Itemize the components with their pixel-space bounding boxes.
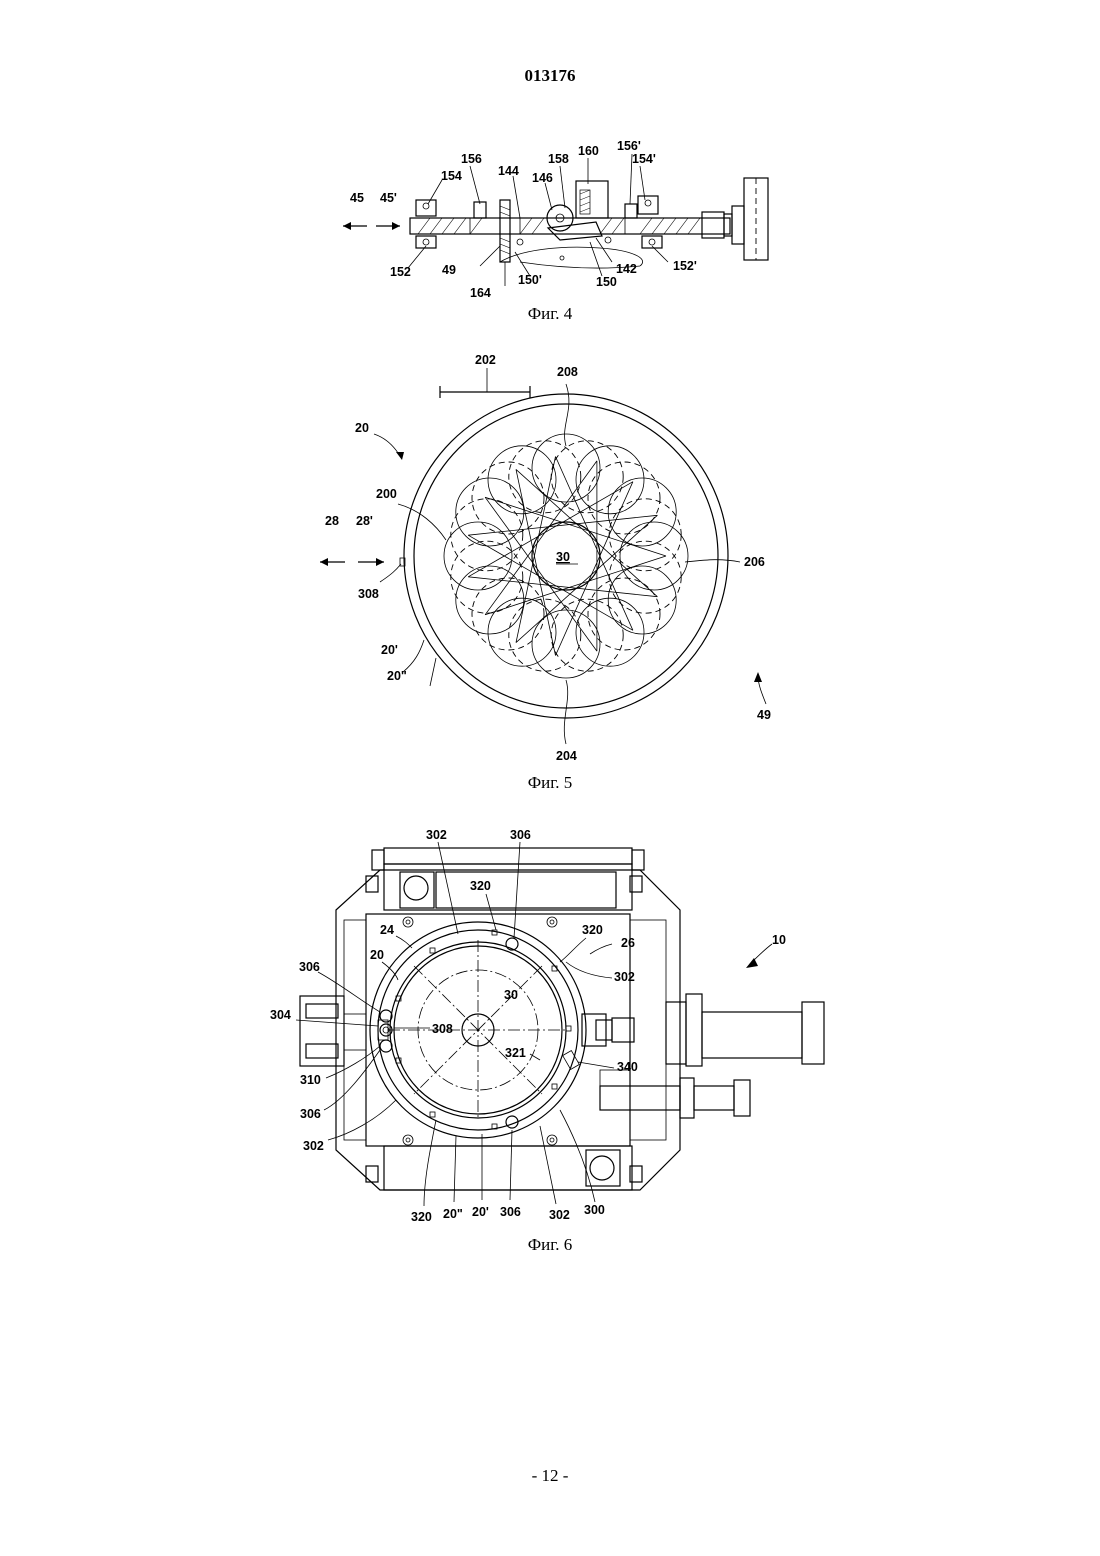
rosette-chord <box>485 497 666 556</box>
rosette-loop <box>576 598 644 666</box>
ring-assembly <box>370 922 586 1138</box>
label-302-top: 302 <box>426 828 447 842</box>
rosette-dashed-loop <box>609 541 681 613</box>
label-320-bottom: 320 <box>411 1210 432 1224</box>
label-20-double-prime: 20" <box>443 1207 463 1221</box>
scale-bar <box>440 368 530 398</box>
left-clamp <box>300 996 366 1066</box>
rosette-chord <box>468 482 633 577</box>
label-204: 204 <box>556 749 577 763</box>
rosette-chord <box>556 482 633 656</box>
label-152-prime: 152' <box>673 259 697 273</box>
label-202: 202 <box>475 353 496 367</box>
rosette-dashed-loop <box>472 462 544 534</box>
label-28-prime: 28' <box>356 514 373 528</box>
label-206: 206 <box>744 555 765 569</box>
ring-studs <box>396 930 571 1129</box>
page-footer: - 12 - <box>0 1466 1100 1486</box>
label-302-right: 302 <box>614 970 635 984</box>
rosette-loop <box>532 434 600 502</box>
figure-6-caption: Фиг. 6 <box>0 1235 1100 1255</box>
label-302-lower-left: 302 <box>303 1139 324 1153</box>
label-200: 200 <box>376 487 397 501</box>
rosette-chord <box>516 469 657 596</box>
label-310: 310 <box>300 1073 321 1087</box>
label-20: 20 <box>370 948 384 962</box>
label-30: 30 <box>556 550 570 564</box>
label-144: 144 <box>498 164 519 178</box>
rosette-loop <box>444 522 512 590</box>
label-142: 142 <box>616 262 637 276</box>
label-306-top: 306 <box>510 828 531 842</box>
label-164: 164 <box>470 286 491 300</box>
figure-4-drawing: 45 45' 154 156 144 146 158 160 156' 154'… <box>0 130 1100 300</box>
rosette-dashed-loop <box>609 499 681 571</box>
label-340: 340 <box>617 1060 638 1074</box>
label-308: 308 <box>358 587 379 601</box>
block-160 <box>576 181 608 218</box>
label-10: 10 <box>772 933 786 947</box>
label-28: 28 <box>325 514 339 528</box>
label-154-prime: 154' <box>632 152 656 166</box>
label-30: 30 <box>504 988 518 1002</box>
label-160: 160 <box>578 144 599 158</box>
label-49: 49 <box>442 263 456 277</box>
label-146: 146 <box>532 171 553 185</box>
label-24: 24 <box>380 923 394 937</box>
rosette-loop <box>532 610 600 678</box>
label-49: 49 <box>757 708 771 722</box>
rosette-chord <box>468 577 657 597</box>
rosette-loop <box>608 566 676 634</box>
label-20-prime: 20' <box>381 643 398 657</box>
label-304: 304 <box>270 1008 291 1022</box>
label-302-bottom: 302 <box>549 1208 570 1222</box>
label-208: 208 <box>557 365 578 379</box>
label-152: 152 <box>390 265 411 279</box>
rosette-dashed-loop <box>472 578 544 650</box>
direction-arrows <box>343 222 400 230</box>
figure-5-drawing: 202 208 20 200 28 28' 30 206 308 20' 20"… <box>0 340 1100 770</box>
rosette-chord <box>485 556 666 615</box>
label-320-right: 320 <box>582 923 603 937</box>
rosette-chord <box>468 535 633 630</box>
rosette-loop <box>576 446 644 514</box>
document-number: 013176 <box>0 66 1100 86</box>
label-158: 158 <box>548 152 569 166</box>
label-308: 308 <box>432 1022 453 1036</box>
bolt <box>500 200 510 262</box>
pointer-arrow-10 <box>746 944 772 968</box>
right-housing <box>702 178 768 260</box>
label-20-double-prime: 20" <box>387 669 407 683</box>
rosette-dashed-loop <box>551 441 623 513</box>
label-156-prime: 156' <box>617 139 641 153</box>
machine-frame <box>336 848 680 1190</box>
figure-6-drawing: 302 306 320 320 10 24 26 20 306 302 30 3… <box>0 820 1100 1230</box>
label-300: 300 <box>584 1203 605 1217</box>
label-20-prime: 20' <box>472 1205 489 1219</box>
figure-4-caption: Фиг. 4 <box>0 304 1100 324</box>
label-26: 26 <box>621 936 635 950</box>
label-306-left: 306 <box>299 960 320 974</box>
rosette-loop <box>620 522 688 590</box>
rosette-chord <box>516 515 657 642</box>
label-306-bottom: 306 <box>500 1205 521 1219</box>
rosette-chord <box>556 457 633 631</box>
label-20: 20 <box>355 421 369 435</box>
lever <box>500 205 643 268</box>
label-306-lower-left: 306 <box>300 1107 321 1121</box>
pointer-arrows <box>374 434 766 704</box>
right-motor <box>600 994 824 1118</box>
direction-arrows <box>320 558 384 566</box>
figure-5-caption: Фиг. 5 <box>0 773 1100 793</box>
rosette-loop <box>608 478 676 546</box>
label-45-prime: 45' <box>380 191 397 205</box>
label-320-top: 320 <box>470 879 491 893</box>
label-154: 154 <box>441 169 462 183</box>
label-150: 150 <box>596 275 617 289</box>
rosette-chord <box>468 515 657 535</box>
label-150-prime: 150' <box>518 273 542 287</box>
label-45: 45 <box>350 191 364 205</box>
label-156: 156 <box>461 152 482 166</box>
label-321: 321 <box>505 1046 526 1060</box>
